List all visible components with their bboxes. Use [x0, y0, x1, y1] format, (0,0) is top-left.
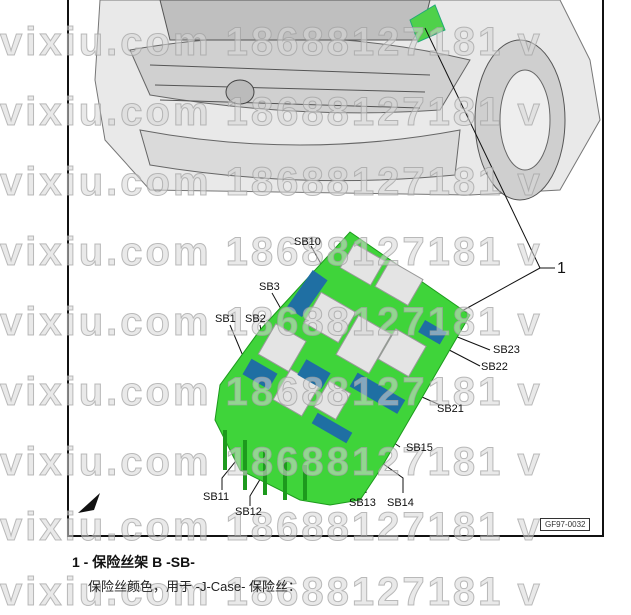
item-description: 保险丝颜色，用于 -J-Case- 保险丝： [88, 579, 302, 594]
callout-1: 1 [557, 260, 566, 277]
car-front-illustration [94, 0, 601, 201]
fuse-box [214, 231, 471, 506]
label-sb10: SB10 [294, 236, 321, 248]
label-sb21: SB21 [437, 403, 464, 415]
figure-code: GF97-0032 [540, 518, 591, 531]
label-sb15: SB15 [406, 442, 433, 454]
label-sb12: SB12 [235, 506, 262, 518]
label-sb1: SB1 [215, 313, 236, 325]
direction-arrow-icon [78, 493, 100, 513]
label-sb23: SB23 [493, 344, 520, 356]
label-sb14: SB14 [387, 497, 414, 509]
item-heading: 1 - 保险丝架 B -SB- [72, 554, 195, 570]
label-sb2: SB2 [245, 313, 266, 325]
label-sb11: SB11 [203, 491, 230, 503]
label-sb22: SB22 [481, 361, 508, 373]
label-sb13: SB13 [349, 497, 376, 509]
illustration [78, 0, 601, 513]
label-sb3: SB3 [259, 281, 280, 293]
